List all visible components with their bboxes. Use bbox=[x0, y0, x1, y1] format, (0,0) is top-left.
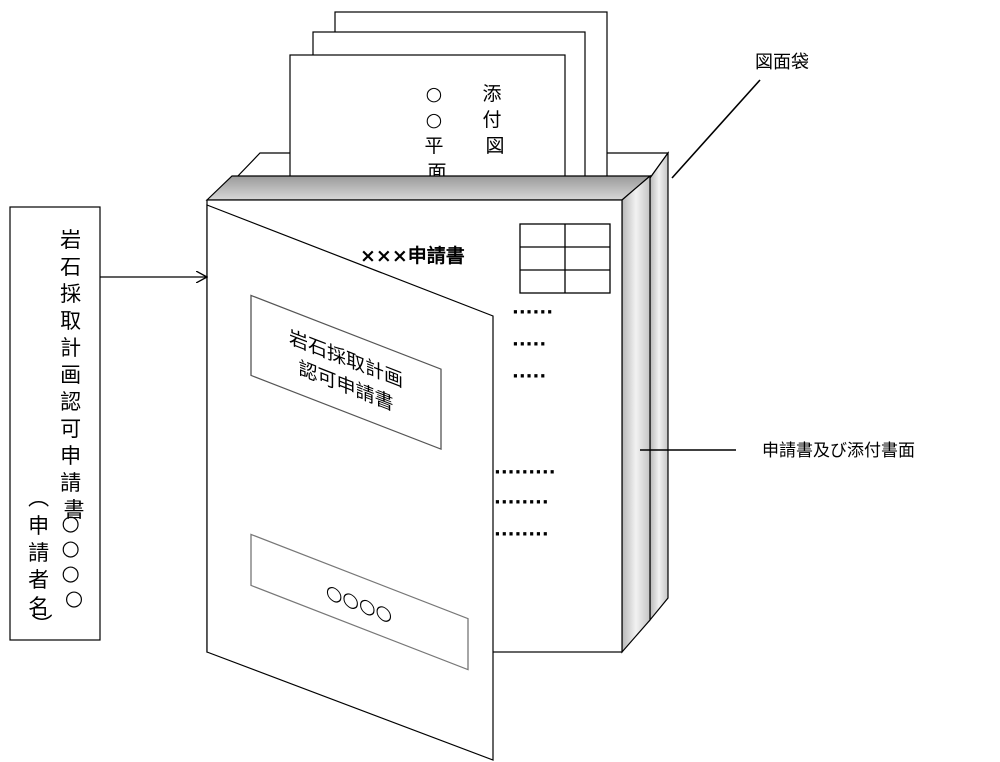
dot-row: ········· bbox=[494, 462, 556, 483]
dot-row: ····· bbox=[512, 366, 546, 387]
dot-row: ······ bbox=[512, 302, 553, 323]
spine-placeholder: ○ ○ ○ ○ bbox=[61, 511, 86, 610]
dot-row: ········ bbox=[494, 524, 549, 545]
attachments-label: 申請書及び添付書面 bbox=[762, 441, 915, 461]
spine-applicant-name: ︵ 申 請 者 名 ︶ bbox=[28, 486, 56, 637]
cover-name-plate: ○○○○ bbox=[250, 533, 469, 671]
folder-header-grid bbox=[519, 223, 611, 294]
folder-header-title: ×××申請書 bbox=[360, 244, 465, 267]
attached-drawing-title-col1: 添 付 図 bbox=[482, 83, 507, 157]
folder-dot-rows: ······ ····· ····· ········· ········ ··… bbox=[494, 302, 556, 545]
spine-main-title: 岩 石 採 取 計 画 認 可 申 請 書 bbox=[60, 228, 88, 522]
dot-row: ····· bbox=[512, 334, 546, 355]
dot-row: ········ bbox=[494, 492, 549, 513]
spine-label bbox=[9, 206, 101, 641]
attached-drawing-sheets bbox=[289, 11, 608, 191]
drawing-bag-label: 図面袋 bbox=[755, 52, 809, 73]
drawing-bag-leader-line bbox=[671, 79, 761, 179]
